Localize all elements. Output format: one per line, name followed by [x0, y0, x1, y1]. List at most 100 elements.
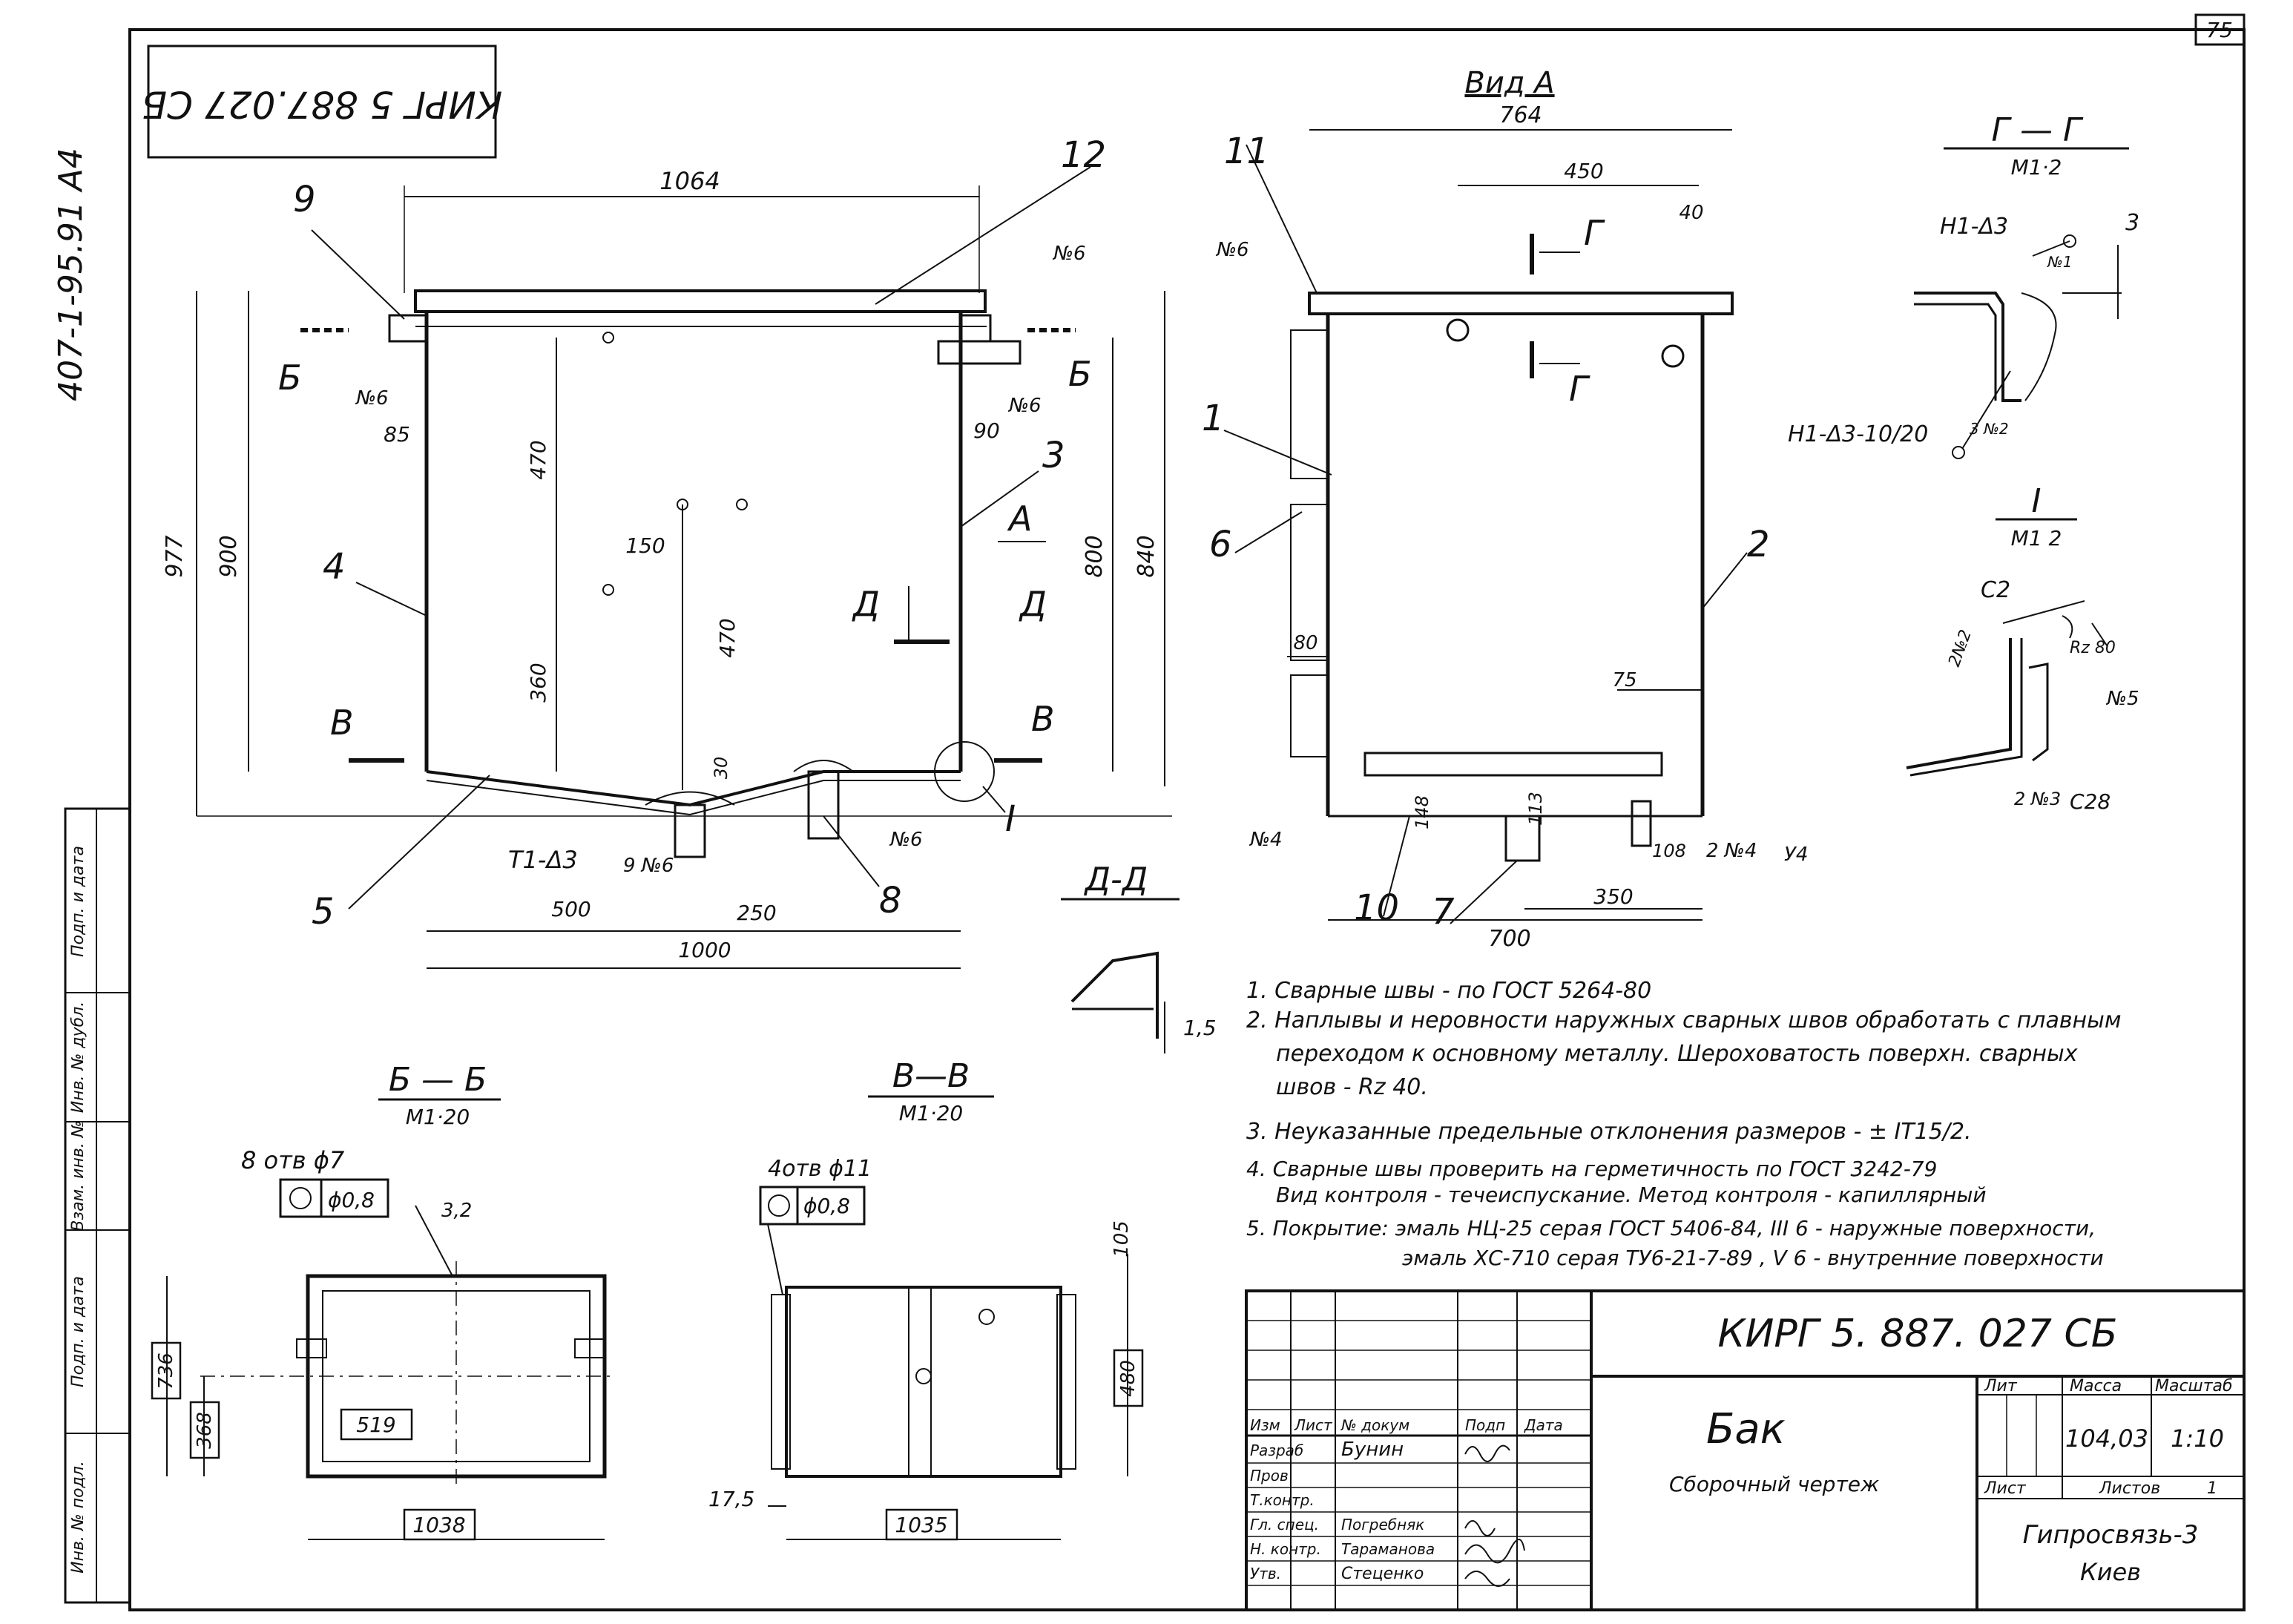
view-a-weld-2: №4: [1249, 829, 1283, 851]
weld-mark-5: 9 №6: [623, 855, 674, 877]
header-date: Дата: [1524, 1416, 1563, 1434]
section-bb-dim-32: 3,2: [441, 1200, 472, 1222]
callout-9: 9: [293, 179, 316, 220]
section-vv-dim-1035: 1035: [895, 1513, 947, 1537]
view-a-weld-3: 2 №4: [1706, 840, 1757, 862]
section-vv-dim-480: 480: [1117, 1360, 1139, 1397]
section-mark-a: А: [1007, 499, 1032, 539]
section-gg-label-1: Н1-Δ3: [1940, 214, 2008, 240]
section-bb-holes: 8 отв ϕ7: [241, 1146, 345, 1174]
view-a-dim-700: 700: [1488, 926, 1530, 952]
title-name: Бак: [1706, 1405, 1786, 1453]
section-mark-b-left: Б: [278, 358, 302, 398]
view-a-dim-113: 113: [1525, 792, 1546, 826]
note-2b: переходом к основному металлу. Шероховат…: [1276, 1041, 2078, 1067]
value-sheets: 1: [2207, 1479, 2217, 1498]
dim-360: 360: [526, 663, 550, 702]
section-i-label-n5: №5: [2105, 688, 2139, 710]
dim-85: 85: [384, 422, 410, 447]
side-col-4: Подп. и дата: [69, 1276, 88, 1387]
dim-977: 977: [162, 535, 188, 577]
title-block: КИРГ 5. 887. 027 СБ Бак Сборочный чертеж…: [1245, 1289, 2246, 1611]
role-6: Утв.: [1250, 1565, 1281, 1582]
dim-250: 250: [737, 901, 776, 925]
title-doc-type: Сборочный чертеж: [1669, 1472, 1879, 1496]
dim-470-left: 470: [526, 440, 550, 479]
view-a-dim-148: 148: [1412, 795, 1432, 829]
title-code: КИРГ 5. 887. 027 СБ: [1718, 1312, 2118, 1356]
section-bb-title: Б — Б: [389, 1061, 487, 1099]
dim-470-center: 470: [715, 618, 740, 657]
label-sheets: Листов: [2099, 1479, 2160, 1498]
callout-I: І: [1005, 798, 1016, 840]
dim-1000: 1000: [678, 938, 731, 962]
section-mark-g-top: Г: [1584, 213, 1605, 253]
section-i-label-2n2: 2№2: [1945, 628, 1975, 669]
note-1: 1. Сварные швы - по ГОСТ 5264-80: [1246, 978, 1651, 1004]
section-i-label-rz80: Rz 80: [2070, 639, 2116, 657]
section-mark-v-right: В: [1031, 699, 1055, 739]
section-mark-g-bottom: Г: [1569, 369, 1590, 409]
value-scale: 1:10: [2171, 1424, 2224, 1453]
label-scale: Масштаб: [2155, 1377, 2233, 1395]
side-col-3: Инв. № дубл.: [69, 1002, 88, 1114]
organization: Гипросвязь-3: [2023, 1520, 2199, 1550]
section-dd-label-15: 1,5: [1183, 1016, 1217, 1040]
dim-90: 90: [973, 418, 1000, 443]
section-i-label-c2: С2: [1981, 577, 2010, 603]
section-mark-d-right: Д: [1019, 584, 1047, 624]
name-1: Бунин: [1341, 1439, 1404, 1461]
section-mark-d-left: Д: [852, 584, 880, 624]
section-dd: Д-Д 1,5: [1061, 861, 1217, 1053]
signature-6: [1464, 1571, 1510, 1587]
view-a-dim-450: 450: [1564, 159, 1603, 183]
section-i: І М1 2 С2 2№2 Rz 80 №5 2 №3 С28: [1906, 482, 2139, 814]
view-a-weld-1: №6: [1215, 239, 1249, 261]
dim-800: 800: [1082, 535, 1108, 577]
role-5: Н. контр.: [1250, 1540, 1321, 1558]
callout-10: 10: [1354, 887, 1399, 929]
header-list: Лист: [1294, 1416, 1333, 1434]
section-dd-title: Д-Д: [1084, 861, 1148, 898]
side-stamp-columns: Подп. и дата Взам. инв. № Инв. № дубл. П…: [64, 807, 131, 1604]
name-4: Погребняк: [1341, 1516, 1424, 1533]
callout-6: 6: [1209, 524, 1232, 565]
callout-1: 1: [1202, 398, 1225, 439]
weld-mark-4: №6: [889, 829, 923, 851]
view-a-dim-350: 350: [1593, 884, 1633, 909]
note-2c: швов - Rz 40.: [1276, 1074, 1428, 1100]
view-a-dim-40: 40: [1679, 202, 1703, 224]
section-i-scale: М1 2: [2011, 526, 2062, 550]
signature-4: [1464, 1520, 1496, 1536]
weld-label-t1: Т1-Δ3: [508, 846, 578, 874]
callout-2: 2: [1747, 524, 1770, 565]
section-vv: В—В М1·20 4отв ϕ11 ϕ0,8 105 480 17,5 103…: [708, 1057, 1144, 1541]
organization-city: Киев: [2080, 1558, 2141, 1586]
section-i-label-2n3: 2 №3: [2014, 789, 2061, 809]
weld-mark-1: №6: [1052, 243, 1086, 265]
note-3: 3. Неуказанные предельные отклонения раз…: [1246, 1119, 1972, 1145]
dim-150: 150: [625, 533, 665, 558]
section-bb: Б — Б М1·20 8 отв ϕ7 ϕ0,8 3,2 736 368 51…: [151, 1061, 616, 1541]
section-i-title: І: [2032, 482, 2042, 520]
dim-30: 30: [711, 757, 731, 780]
note-2: 2. Наплывы и неровности наружных сварных…: [1246, 1007, 2121, 1033]
section-gg-scale: М1·2: [2011, 155, 2062, 180]
general-notes: 1. Сварные швы - по ГОСТ 5264-80 2. Напл…: [1246, 978, 2121, 1270]
section-mark-b-right: Б: [1068, 354, 1092, 394]
section-vv-dim-105: 105: [1111, 1220, 1133, 1258]
section-gg-label-4: Н1-Δ3-10/20: [1788, 421, 1928, 447]
callout-3: 3: [1042, 435, 1065, 476]
stamp-code: КИРГ 5 887.027 СБ: [142, 83, 502, 126]
section-gg-title: Г — Г: [1992, 111, 2084, 149]
note-4b: Вид контроля - течеиспускание. Метод кон…: [1276, 1183, 1987, 1207]
view-a-dim-108: 108: [1652, 841, 1686, 861]
header-sign: Подп: [1465, 1416, 1505, 1434]
section-gg-label-3: №1: [2047, 253, 2073, 271]
view-a-dim-764: 764: [1499, 102, 1542, 128]
section-gg-label-2: 3: [2125, 210, 2139, 236]
name-5: Тараманова: [1341, 1540, 1435, 1558]
section-gg-label-5: 3 №2: [1970, 420, 2009, 438]
section-mark-v-left: В: [330, 703, 354, 743]
view-a-dim-80: 80: [1293, 632, 1317, 654]
